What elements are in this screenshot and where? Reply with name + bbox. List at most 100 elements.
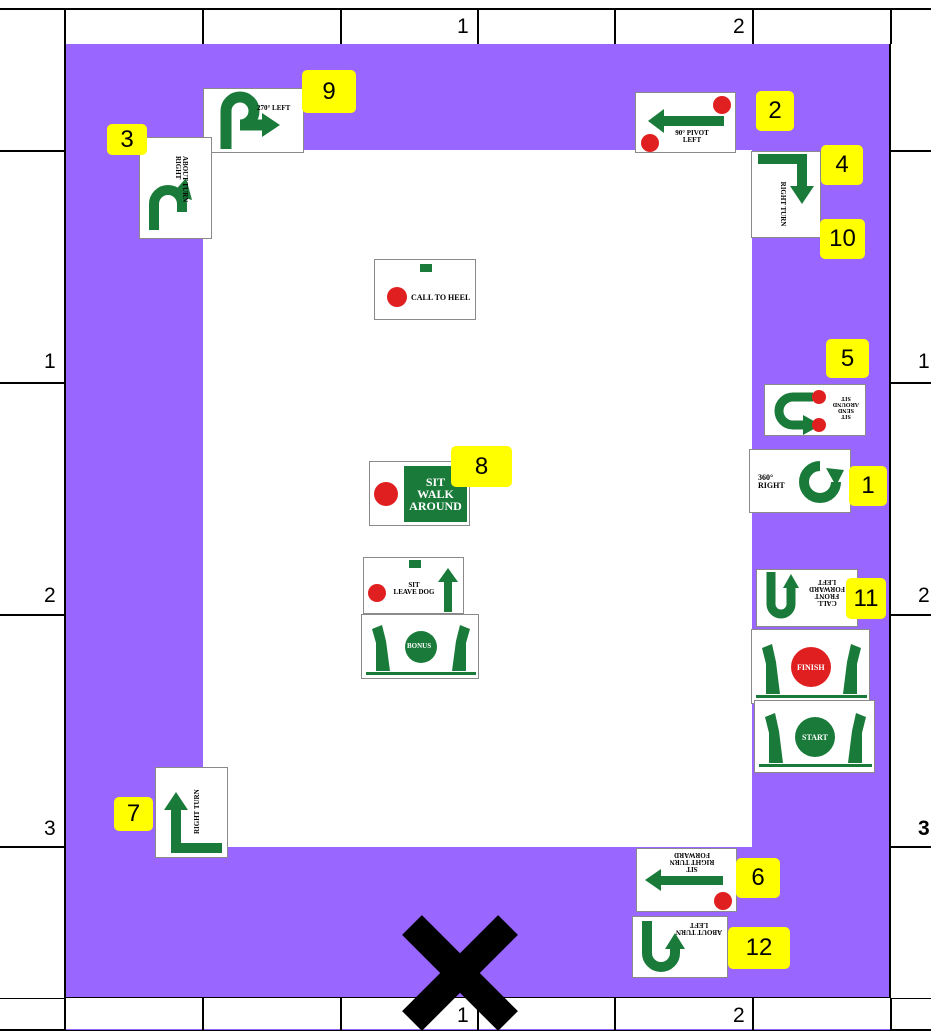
sign-label-line: ABOUT TURN — [181, 156, 188, 216]
grid-line — [890, 382, 931, 384]
station-number-badge: 4 — [821, 145, 863, 185]
grid-line — [202, 998, 204, 1030]
sign-270-left[interactable]: 270° LEFT — [203, 88, 304, 153]
sign-label: SIT LEAVE DOG — [390, 582, 438, 596]
station-number-badge: 2 — [756, 91, 794, 131]
sign-label: 90° PIVOT LEFT — [670, 130, 714, 144]
ruler-label-top: 2 — [733, 15, 745, 39]
sign-label-line: ABOUT TURN — [673, 928, 725, 935]
station-number-badge: 8 — [451, 446, 512, 487]
sign-label: SIT RIGHT TURN FORWARD — [667, 851, 717, 872]
grid-line — [64, 44, 66, 998]
station-number-badge: 10 — [820, 219, 865, 259]
sign-label: ABOUT TURN RIGHT — [174, 156, 188, 216]
loop-arrow-icon — [204, 89, 304, 153]
sign-about-turn-right[interactable]: ABOUT TURN RIGHT — [139, 137, 212, 239]
sign-label-line: LEFT — [670, 137, 714, 144]
grid-line — [614, 8, 616, 44]
sign-call-front-forward-left[interactable]: CALL FRONT FORWARD LEFT — [756, 569, 858, 627]
sign-label: 270° LEFT — [257, 105, 290, 112]
station-number-badge: 11 — [846, 578, 886, 619]
grid-line — [890, 150, 931, 152]
sign-label-line: SIT — [831, 413, 861, 419]
grid-line — [202, 8, 204, 44]
sign-bonus[interactable]: BONUS — [361, 614, 479, 679]
ruler-label-left: 3 — [44, 817, 56, 841]
grid-line — [340, 8, 342, 44]
sign-label-line: FRONT — [807, 592, 847, 599]
sign-label: CALL FRONT FORWARD LEFT — [807, 578, 847, 606]
sign-label-line: AROUND — [831, 401, 861, 407]
ruler-label-left: 1 — [44, 350, 56, 374]
station-number-badge: 12 — [728, 927, 790, 969]
sign-label-line: SIT — [667, 865, 717, 872]
station-number-badge: 5 — [826, 339, 869, 378]
left-arrow-icon — [636, 93, 736, 153]
course-inner-bottom — [203, 740, 752, 847]
sign-label-line: RIGHT — [174, 156, 181, 216]
sign-label-line: LEFT — [673, 921, 725, 928]
grid-line — [340, 998, 342, 1030]
grid-line — [889, 44, 891, 998]
right-turn-icon — [156, 768, 228, 858]
grid-line — [64, 998, 66, 1030]
ruler-label-right: 3 — [918, 817, 930, 841]
grid-line — [0, 614, 64, 616]
ruler-left — [0, 44, 64, 998]
sign-about-turn-left[interactable]: ABOUT TURN LEFT — [632, 916, 728, 978]
sign-label-line: LEAVE DOG — [390, 589, 438, 596]
station-number-badge: 9 — [302, 70, 356, 113]
sign-label-line: FORWARD — [807, 585, 847, 592]
sign-label: RIGHT TURN — [194, 774, 201, 834]
sign-label: RIGHT TURN — [779, 174, 786, 234]
sign-90-pivot-left[interactable]: 90° PIVOT LEFT — [635, 92, 736, 153]
station-number-badge: 3 — [107, 124, 147, 155]
sign-label: BONUS — [407, 643, 431, 650]
sign-right-turn[interactable]: RIGHT TURN — [751, 151, 821, 238]
dog-logo-icon — [375, 260, 476, 320]
ruler-label-left: 2 — [44, 584, 56, 608]
sign-call-to-heel[interactable]: CALL TO HEEL — [374, 259, 476, 320]
sign-label-line: CALL — [807, 599, 847, 606]
sign-sit-right-turn-forward[interactable]: SIT RIGHT TURN FORWARD — [636, 848, 737, 912]
sign-label: 360° RIGHT — [758, 474, 785, 490]
sign-label: START — [802, 734, 828, 742]
ruler-label-right: 2 — [918, 584, 930, 608]
sign-label-line: AROUND — [409, 500, 462, 512]
grid-line — [752, 998, 754, 1030]
sign-label-line: SEND — [831, 407, 861, 413]
sign-right-turn-bottom[interactable]: RIGHT TURN — [155, 767, 228, 858]
sign-label: ABOUT TURN LEFT — [673, 921, 725, 935]
grid-line — [477, 8, 479, 44]
x-mark-icon — [400, 915, 520, 1031]
sign-finish[interactable]: FINISH — [751, 629, 870, 704]
sign-sit-send-around-sit[interactable]: SIT SEND AROUND SIT — [764, 384, 866, 436]
grid-line — [0, 150, 64, 152]
sign-label-line: FORWARD — [667, 851, 717, 858]
grid-line — [752, 8, 754, 44]
grid-line — [890, 8, 892, 44]
station-number-badge: 1 — [849, 466, 887, 506]
sign-label: SIT SEND AROUND SIT — [831, 395, 861, 419]
sign-sit-leave-dog[interactable]: SIT LEAVE DOG — [363, 557, 464, 614]
sign-label-line: RIGHT TURN — [667, 858, 717, 865]
grid-line — [890, 614, 931, 616]
sign-label: FINISH — [797, 664, 825, 672]
grid-line — [64, 8, 66, 44]
sign-360-right[interactable]: 360° RIGHT — [749, 449, 851, 513]
ruler-label-bottom: 2 — [733, 1004, 745, 1028]
grid-line — [0, 8, 931, 10]
ruler-label-top: 1 — [457, 15, 469, 39]
sign-label-line: RIGHT — [758, 482, 785, 490]
red-dot-icon — [387, 287, 407, 307]
grid-line — [0, 846, 64, 848]
sign-start[interactable]: START — [754, 700, 875, 773]
ruler-label-right: 1 — [918, 350, 930, 374]
sign-label: CALL TO HEEL — [411, 294, 470, 302]
grid-line — [614, 998, 616, 1030]
grid-line — [890, 998, 892, 1030]
ruler-right — [890, 44, 931, 998]
station-number-badge: 6 — [736, 858, 780, 898]
grid-line — [0, 382, 64, 384]
sign-label-line: LEFT — [807, 578, 847, 585]
